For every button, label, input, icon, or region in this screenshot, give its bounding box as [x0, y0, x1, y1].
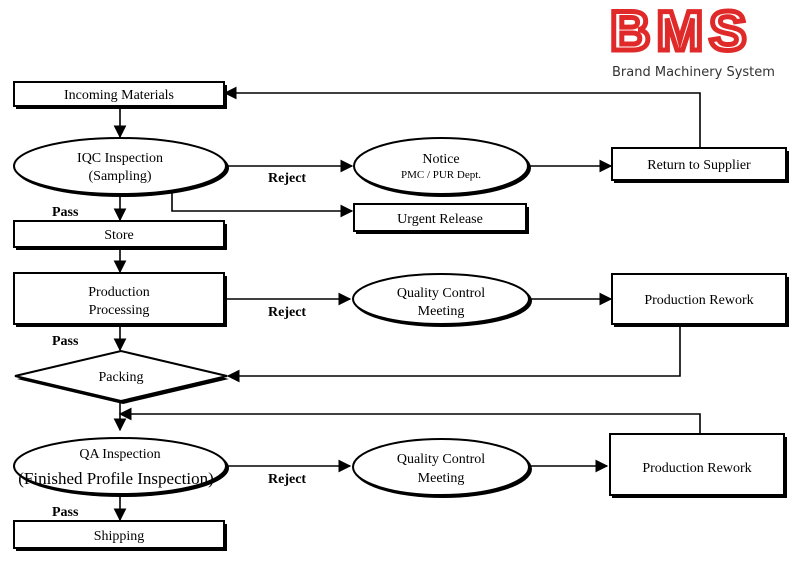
- arrow-rework1-packing: [226, 326, 681, 383]
- node-production-rework-2: Production Rework: [609, 433, 787, 498]
- arrow-return-incoming: [223, 86, 701, 148]
- rework2-label: Production Rework: [642, 461, 751, 476]
- notice-label-1: Notice: [422, 152, 459, 167]
- node-notice: Notice PMC / PUR Dept.: [353, 137, 531, 197]
- arrow-iqc-urgent: [171, 193, 354, 218]
- rework1-label: Production Rework: [644, 293, 753, 308]
- qa-label-2: (Finished Profile Inspection): [18, 469, 213, 488]
- pass-label-3: Pass: [52, 505, 79, 520]
- logo-text: BMS: [610, 0, 752, 62]
- return-supplier-label: Return to Supplier: [647, 158, 751, 173]
- store-label: Store: [104, 228, 134, 243]
- production-label-1: Production: [88, 285, 149, 300]
- node-qc-meeting-1: Quality Control Meeting: [352, 273, 532, 327]
- reject-label-2: Reject: [268, 305, 306, 320]
- edge-labels: Reject Reject Reject Pass Pass Pass: [52, 171, 306, 520]
- node-qa-inspection: QA Inspection (Finished Profile Inspecti…: [13, 437, 229, 497]
- node-store: Store: [13, 220, 227, 250]
- shipping-label: Shipping: [94, 529, 145, 544]
- node-packing: Packing: [14, 349, 229, 404]
- qc1-label-2: Meeting: [418, 304, 465, 319]
- iqc-label-2: (Sampling): [89, 169, 152, 184]
- connectors: [113, 86, 701, 522]
- qc2-label-2: Meeting: [418, 471, 465, 486]
- bms-logo: BMS Brand Machinery System: [608, 0, 775, 80]
- urgent-release-label: Urgent Release: [397, 212, 483, 227]
- iqc-label-1: IQC Inspection: [77, 151, 163, 166]
- node-iqc-inspection: IQC Inspection (Sampling): [13, 137, 229, 197]
- pass-label-2: Pass: [52, 334, 79, 349]
- arrow-rework2-qa: [118, 407, 701, 433]
- reject-label-1: Reject: [268, 171, 306, 186]
- node-return-to-supplier: Return to Supplier: [611, 147, 789, 183]
- pass-label-1: Pass: [52, 205, 79, 220]
- reject-label-3: Reject: [268, 472, 306, 487]
- notice-label-2: PMC / PUR Dept.: [401, 169, 481, 181]
- node-urgent-release: Urgent Release: [353, 203, 529, 234]
- qa-label-1: QA Inspection: [79, 447, 160, 462]
- production-label-2: Processing: [89, 303, 150, 318]
- qc1-label-1: Quality Control: [397, 286, 485, 301]
- node-shipping: Shipping: [13, 520, 227, 551]
- node-production-processing: Production Processing: [13, 272, 227, 327]
- logo-tagline: Brand Machinery System: [612, 65, 775, 80]
- node-qc-meeting-2: Quality Control Meeting: [352, 438, 532, 498]
- node-production-rework-1: Production Rework: [611, 273, 789, 327]
- packing-label: Packing: [98, 370, 143, 385]
- qc2-label-1: Quality Control: [397, 452, 485, 467]
- node-incoming-materials: Incoming Materials: [13, 81, 227, 109]
- incoming-label: Incoming Materials: [64, 88, 174, 103]
